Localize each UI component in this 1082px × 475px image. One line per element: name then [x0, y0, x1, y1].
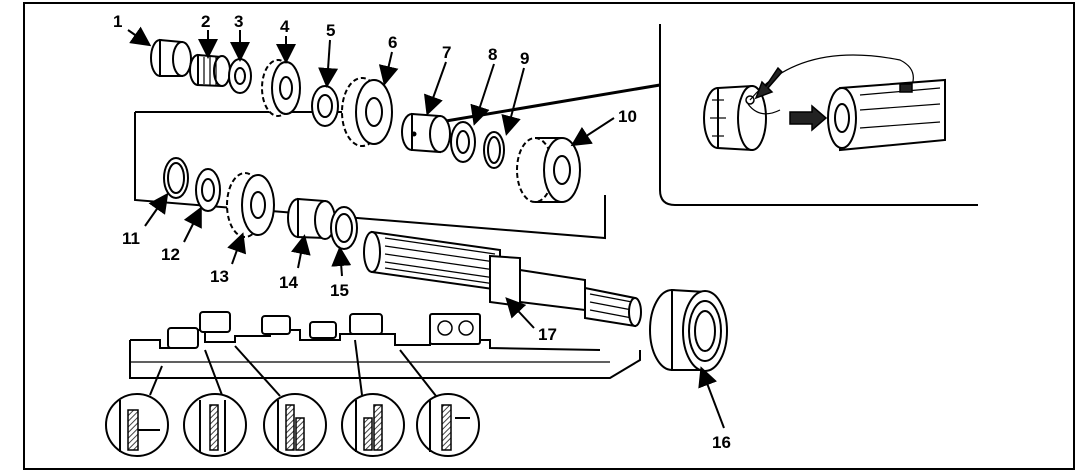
part-17-mainshaft	[363, 230, 642, 328]
part-12-spline-washer	[195, 168, 221, 212]
label-part-6: 6	[388, 33, 397, 52]
detail-circle-4	[341, 393, 405, 457]
part-2-needle-bearing	[189, 53, 231, 88]
part-15-washer	[330, 206, 358, 250]
label-part-3: 3	[234, 12, 243, 31]
detail-circle-3	[263, 393, 327, 457]
part-6-gear	[341, 77, 393, 147]
label-part-7: 7	[442, 43, 451, 62]
label-part-9: 9	[520, 49, 529, 68]
part-1-bushing	[150, 38, 192, 77]
detail-circle-1	[105, 393, 169, 457]
label-part-15: 15	[330, 281, 349, 300]
label-part-11: 11	[122, 229, 140, 248]
label-part-17: 17	[538, 325, 557, 344]
callout-arrows	[127, 26, 725, 429]
label-part-16: 16	[712, 433, 731, 452]
label-part-10: 10	[618, 107, 637, 126]
part-13-gear	[226, 172, 275, 238]
part-10-gear	[516, 137, 581, 203]
label-part-8: 8	[488, 45, 497, 64]
part-5-spline-washer	[311, 85, 339, 127]
detail-circle-5	[416, 393, 480, 457]
label-part-12: 12	[161, 245, 180, 264]
label-part-13: 13	[210, 267, 229, 286]
case-section	[129, 311, 641, 379]
part-3-washer	[228, 58, 252, 94]
part-11-snap-ring	[163, 157, 189, 199]
part-4-gear	[261, 59, 301, 117]
part-14-bushing	[287, 197, 336, 240]
group-bracket	[134, 112, 606, 240]
label-part-1: 1	[113, 12, 122, 31]
part-9-snap-ring	[483, 131, 505, 169]
part-7-bushing	[401, 112, 451, 154]
detail-circle-2	[183, 393, 247, 457]
outer-border	[23, 2, 1075, 470]
inset-detail	[703, 54, 946, 152]
part-number-labels: 1 2 3 4 5 6 7 8 9 10 11 12 13 14 15 16 1…	[113, 12, 731, 452]
part-8-spline-washer	[450, 121, 476, 163]
inset-box	[659, 24, 978, 206]
detail-circles	[105, 339, 480, 457]
label-part-2: 2	[201, 12, 210, 31]
label-part-4: 4	[280, 17, 290, 36]
label-part-14: 14	[279, 273, 298, 292]
label-part-5: 5	[326, 21, 335, 40]
part-16-ball-bearing	[649, 288, 728, 372]
